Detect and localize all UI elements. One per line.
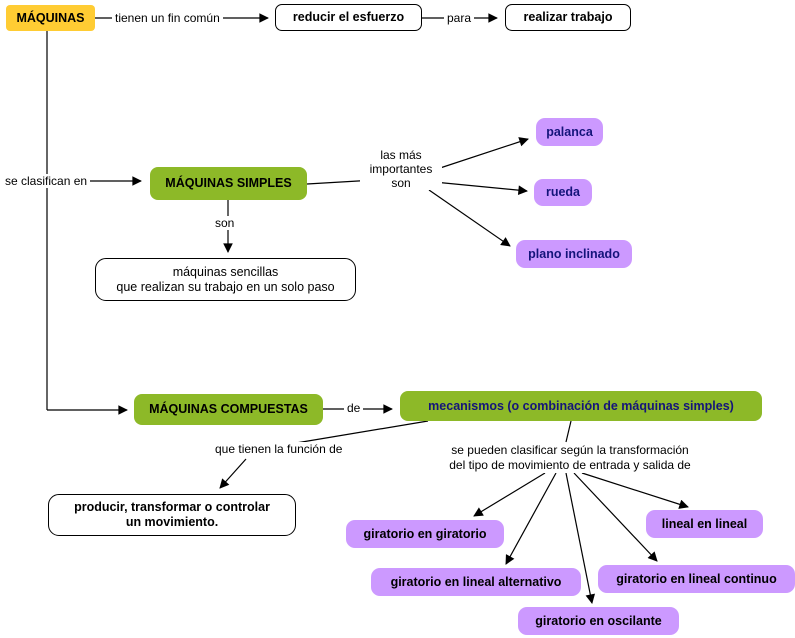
- node-palanca: palanca: [536, 118, 603, 146]
- edge-mecanismos-clasificar: [565, 420, 572, 443]
- link-label-las-mas-importantes-son: las más importantes son: [360, 148, 442, 190]
- node-plano-inclinado: plano inclinado: [516, 240, 632, 268]
- edge-mecanismos-funcion: [289, 420, 429, 445]
- node-giratorio-en-lineal-alternativo: giratorio en lineal alternativo: [371, 568, 581, 596]
- node-rueda: rueda: [534, 179, 592, 206]
- edge-clasificar-giratorio-oscilante: [565, 472, 596, 604]
- link-label-de: de: [344, 401, 364, 415]
- node-maquinas-simples: MÁQUINAS SIMPLES: [150, 167, 307, 200]
- node-reducir-esfuerzo: reducir el esfuerzo: [275, 4, 422, 31]
- node-realizar-trabajo: realizar trabajo: [505, 4, 631, 31]
- edge-clasificar-giratorio-giratorio: [473, 472, 546, 517]
- link-label-para: para: [444, 11, 475, 25]
- link-label-que-tienen-funcion: que tienen la función de: [212, 442, 346, 456]
- edge-clasificar-giratorio-lineal-continuo: [573, 472, 658, 562]
- node-mecanismos: mecanismos (o combinación de máquinas si…: [400, 391, 762, 421]
- edge-clasificar-giratorio-lineal-alternativo: [505, 472, 557, 565]
- node-giratorio-en-lineal-continuo: giratorio en lineal continuo: [598, 565, 795, 593]
- edge-importantes-palanca: [430, 137, 529, 172]
- node-lineal-en-lineal: lineal en lineal: [646, 510, 763, 538]
- edge-clasificar-lineal-lineal: [581, 472, 689, 509]
- edge-importantes-rueda: [433, 181, 528, 195]
- node-maquinas: MÁQUINAS: [6, 5, 95, 31]
- link-label-tienen-fin-comun: tienen un fin común: [112, 11, 223, 25]
- link-label-clasificar-transformacion: se pueden clasificar según la transforma…: [422, 443, 718, 473]
- link-label-son: son: [212, 216, 238, 230]
- node-maquinas-sencillas: máquinas sencillas que realizan su traba…: [95, 258, 356, 301]
- node-maquinas-compuestas: MÁQUINAS COMPUESTAS: [134, 394, 323, 425]
- edge-funcion-producir: [219, 458, 247, 489]
- link-label-se-clasifican-en: se clasifican en: [2, 174, 91, 188]
- node-producir-movimiento: producir, transformar o controlar un mov…: [48, 494, 296, 536]
- node-giratorio-en-oscilante: giratorio en oscilante: [518, 607, 679, 635]
- edge-importantes-plano: [428, 189, 511, 247]
- node-giratorio-en-giratorio: giratorio en giratorio: [346, 520, 504, 548]
